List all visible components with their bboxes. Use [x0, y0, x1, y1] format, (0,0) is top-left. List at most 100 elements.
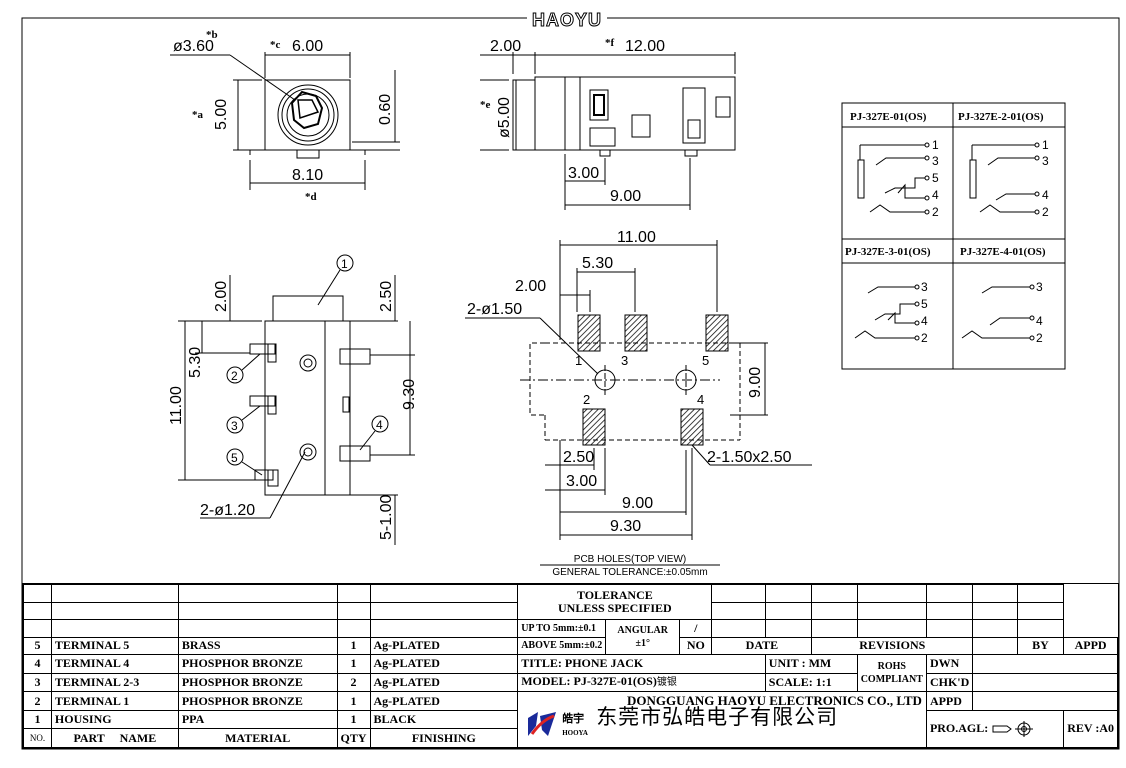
part-finish: Ag-PLATED [369, 654, 519, 674]
top-d3-label: 5.30 [187, 347, 204, 378]
pcb-view [465, 240, 812, 566]
pin-a3: 3 [932, 154, 939, 168]
pin-b2: 2 [1042, 205, 1049, 219]
pcb-padw-label: 2.50 [563, 449, 594, 466]
tol-up: UP TO 5mm:±0.1 [517, 619, 607, 638]
top-view [178, 254, 415, 545]
rev-no-header: NO [679, 636, 713, 656]
part-material: PPA [177, 709, 338, 730]
pin-b3: 3 [1042, 154, 1049, 168]
logo-cn: 皓宇 [562, 712, 585, 726]
part-name: HOUSING [50, 709, 179, 730]
top-d4-label: 11.00 [168, 386, 185, 425]
company-block: DONGGUANG HAOYU ELECTRONICS CO., LTD 皓宇 … [517, 691, 927, 748]
pcb-caption-2: GENERAL TOLERANCE:±0.05mm [552, 567, 707, 578]
top-d1-label: 2.00 [213, 281, 230, 312]
company-en: DONGGUANG HAOYU ELECTRONICS CO., LTD [626, 693, 922, 709]
pin-a1: 1 [932, 138, 939, 152]
appd-field: APPD [925, 691, 974, 711]
part-name: TERMINAL 5 [50, 636, 179, 656]
callout-4: 4 [376, 418, 383, 432]
side-left-label: 2.00 [490, 38, 521, 55]
schematic-model-1: PJ-327E-01(OS) [850, 111, 927, 123]
rev-revisions-header: REVISIONS [811, 636, 974, 656]
scale-field: SCALE: 1:1 [764, 672, 858, 693]
pcb-pin-4: 4 [697, 392, 704, 407]
pcb-height-label: 9.00 [747, 367, 764, 398]
schematic-table [841, 102, 1066, 370]
schematic-a-pins: 1 3 5 4 2 [924, 138, 939, 219]
pin-a5: 5 [932, 171, 939, 185]
front-base-label: 8.10 [292, 167, 323, 184]
pro-agl-field: PRO.AGL: [925, 709, 1065, 749]
pcb-pin-1: 1 [575, 353, 582, 368]
header-finish: FINISHING [369, 728, 519, 748]
part-finish: Ag-PLATED [369, 672, 519, 693]
pcb-pin-3: 3 [621, 353, 628, 368]
model-field: MODEL: PJ-327E-01(OS)镀银 [517, 672, 766, 693]
part-no: 5 [23, 636, 52, 656]
top-d5-label: 9.30 [401, 379, 418, 410]
part-material: BRASS [177, 636, 338, 656]
part-material: PHOSPHOR BRONZE [177, 654, 338, 674]
schematic-model-2: PJ-327E-2-01(OS) [958, 111, 1044, 123]
schematic-model-3: PJ-327E-3-01(OS) [845, 246, 931, 258]
part-no: 1 [23, 709, 52, 730]
pin-a2: 2 [932, 205, 939, 219]
pcb-left-label: 2.00 [515, 278, 546, 295]
schematic-b-pins: 1 3 4 2 [1034, 138, 1049, 219]
part-qty: 1 [336, 654, 371, 674]
title-field: TITLE: PHONE JACK [517, 654, 766, 674]
side-pin-label: 3.00 [568, 165, 599, 182]
part-name: TERMINAL 1 [50, 691, 179, 711]
front-width-label: 6.00 [292, 38, 323, 55]
tol-above: ABOVE 5mm:±0.2 [517, 636, 607, 656]
company-cn: 东莞市弘皓电子有限公司 [596, 705, 839, 730]
pcb-padx-label: 3.00 [566, 473, 597, 490]
part-qty: 1 [336, 636, 371, 656]
mark-f: *f [605, 37, 615, 49]
rev-by-header: BY [1016, 636, 1065, 656]
rev-field: REV :A0 [1063, 709, 1118, 749]
top-holes-label: 2-ø1.20 [200, 502, 255, 519]
part-qty: 1 [336, 709, 371, 730]
pcb-span2-label: 9.30 [610, 518, 641, 535]
pcb-inner-label: 5.30 [582, 255, 613, 272]
side-span-label: 9.00 [610, 188, 641, 205]
front-dia-label: ø3.60 [173, 38, 214, 55]
callout-5: 5 [231, 451, 238, 465]
header-material: MATERIAL [177, 728, 338, 748]
mark-c: *c [270, 39, 281, 51]
logo-en: HOOYA [562, 729, 588, 738]
tol-angular: ANGULAR±1° [605, 619, 681, 656]
mark-d: *d [305, 191, 317, 203]
side-dia-label: ø5.00 [496, 97, 513, 138]
pin-d2: 2 [1036, 331, 1043, 345]
part-qty: 1 [336, 691, 371, 711]
pin-c4: 4 [921, 314, 928, 328]
front-offset-label: 0.60 [377, 94, 394, 125]
pcb-total-label: 11.00 [617, 229, 656, 246]
part-finish: Ag-PLATED [369, 691, 519, 711]
pin-c2: 2 [921, 331, 928, 345]
part-name: TERMINAL 2-3 [50, 672, 179, 693]
pcb-pin-5: 5 [702, 353, 709, 368]
header-part: PART NAME [50, 728, 179, 748]
part-material: PHOSPHOR BRONZE [177, 691, 338, 711]
part-no: 4 [23, 654, 52, 674]
rev-date-header: DATE [711, 636, 813, 656]
pin-c3: 3 [921, 280, 928, 294]
schematic-d-pins: 3 4 2 [1029, 280, 1043, 345]
tol-slash: / [679, 619, 713, 638]
mark-b: *b [206, 29, 218, 41]
pin-b1: 1 [1042, 138, 1049, 152]
front-height-label: 5.00 [213, 99, 230, 130]
header-qty: QTY [336, 728, 371, 748]
brand-logo: HAOYU [532, 10, 602, 30]
part-material: PHOSPHOR BRONZE [177, 672, 338, 693]
dwn-field: DWN [925, 654, 974, 674]
